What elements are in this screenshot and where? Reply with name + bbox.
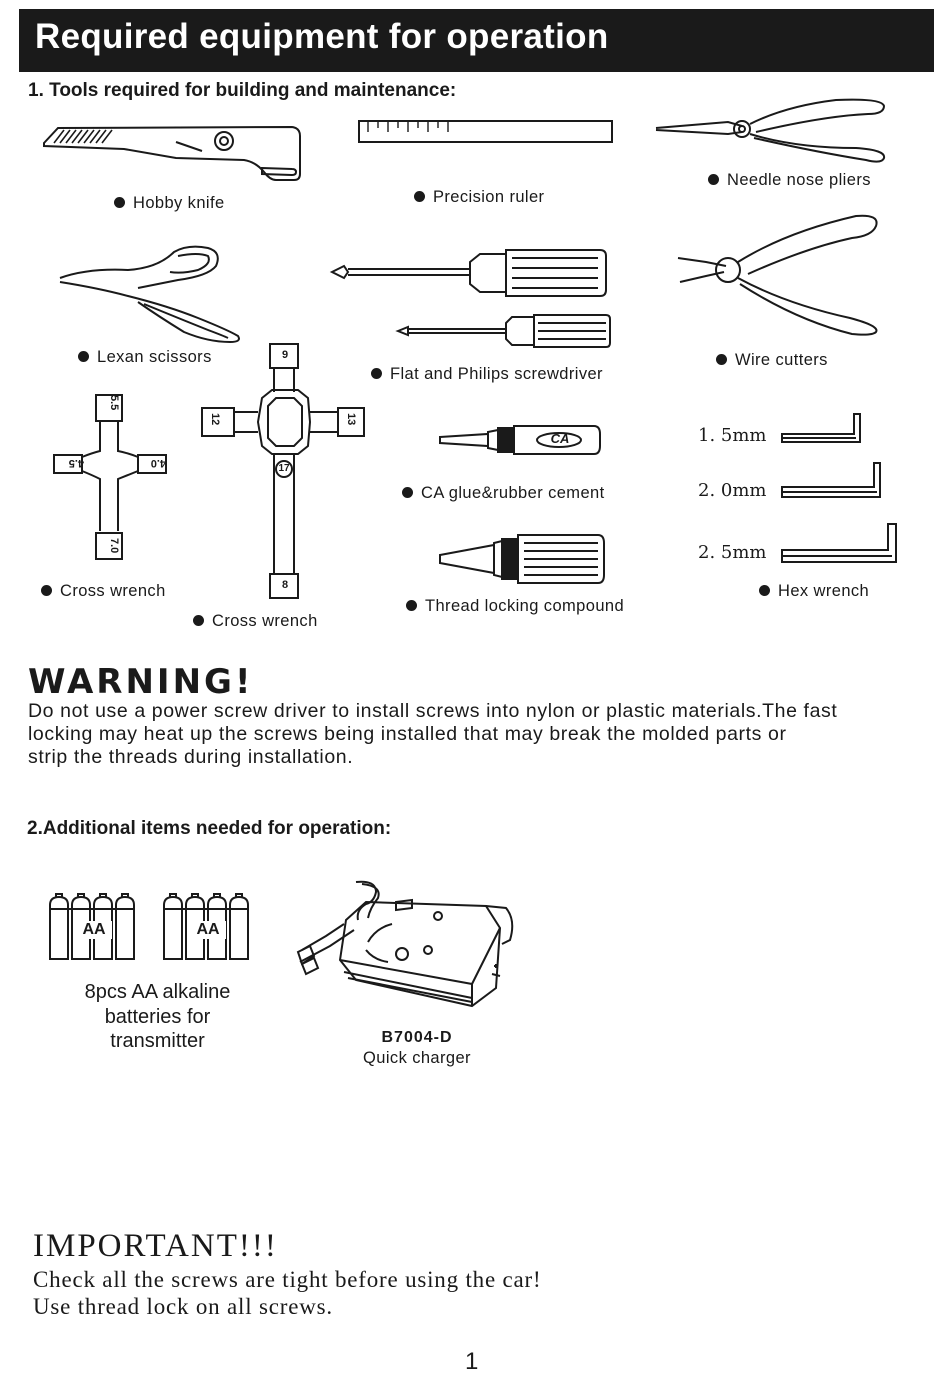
bullet-icon — [78, 351, 89, 362]
hex-size-1-5: 1. 5mm — [698, 425, 767, 446]
aa-batteries-icon — [48, 893, 258, 963]
ca-glue-label: CA glue&rubber cement — [402, 484, 605, 503]
lexan-scissors-icon — [58, 244, 244, 344]
lexan-scissors-label: Lexan scissors — [78, 348, 212, 367]
warning-title: WARNING! — [28, 662, 254, 702]
bullet-icon — [406, 600, 417, 611]
wrench-size-7-0: 7.0 — [108, 538, 120, 554]
important-line: Check all the screws are tight before us… — [33, 1267, 542, 1292]
needle-nose-pliers-icon — [656, 96, 888, 164]
page-title: Required equipment for operation — [35, 17, 609, 56]
cross-wrench-large-label: Cross wrench — [193, 612, 318, 631]
hex-size-2-0: 2. 0mm — [698, 480, 767, 501]
wrench-size-8: 8 — [281, 579, 289, 591]
thread-locking-bottle-icon — [438, 533, 606, 585]
charger-model: B7004-D — [381, 1029, 453, 1046]
large-cross-wrench-icon — [200, 342, 366, 600]
wrench-size-4-5: 4.5 — [68, 457, 84, 469]
bullet-icon — [708, 174, 719, 185]
page-number: 1 — [465, 1348, 479, 1375]
warning-line: locking may heat up the screws being ins… — [28, 723, 787, 745]
batteries-label: 8pcs AA alkaline batteries for transmitt… — [84, 981, 231, 1052]
wrench-size-13: 13 — [345, 413, 357, 426]
bullet-icon — [114, 197, 125, 208]
hex-wrench-1-5-icon — [780, 412, 864, 446]
flat-screwdriver-icon — [396, 313, 612, 349]
hex-wrench-2-5-icon — [780, 522, 902, 564]
philips-screwdriver-icon — [330, 248, 610, 298]
charger-label: Quick charger — [363, 1049, 471, 1067]
ca-bottle-text: CA — [550, 431, 570, 446]
warning-line: strip the threads during installation. — [28, 746, 354, 768]
wire-cutters-icon — [676, 212, 882, 336]
section-1-heading: 1. Tools required for building and maint… — [28, 80, 457, 101]
small-cross-wrench-icon — [52, 393, 168, 563]
hobby-knife-icon — [44, 122, 302, 184]
bullet-icon — [716, 354, 727, 365]
precision-ruler-icon — [358, 120, 614, 144]
wrench-size-4-0: 4.0 — [150, 457, 166, 469]
bullet-icon — [371, 368, 382, 379]
wire-cutters-label: Wire cutters — [716, 351, 828, 370]
bullet-icon — [41, 585, 52, 596]
header-bar — [19, 9, 934, 72]
bullet-icon — [193, 615, 204, 626]
precision-ruler-label: Precision ruler — [414, 188, 544, 207]
battery-mark-2: AA — [190, 921, 226, 939]
hobby-knife-label: Hobby knife — [114, 194, 225, 213]
important-title: IMPORTANT!!! — [33, 1228, 278, 1264]
thread-locking-label: Thread locking compound — [406, 597, 624, 616]
wrench-size-5-5: 5.5 — [108, 395, 120, 411]
quick-charger-icon — [296, 880, 522, 1012]
wrench-size-12: 12 — [209, 413, 221, 426]
important-line: Use thread lock on all screws. — [33, 1294, 333, 1319]
bullet-icon — [759, 585, 770, 596]
bullet-icon — [414, 191, 425, 202]
bullet-icon — [402, 487, 413, 498]
section-2-heading: 2.Additional items needed for operation: — [27, 818, 392, 839]
wrench-size-9: 9 — [281, 349, 289, 361]
warning-text: Do not use a power screw driver to insta… — [28, 700, 943, 769]
hex-wrench-label: Hex wrench — [759, 582, 869, 601]
hex-size-2-5: 2. 5mm — [698, 542, 767, 563]
wrench-size-17: 17 — [278, 463, 290, 474]
battery-mark-1: AA — [76, 921, 112, 939]
warning-line: Do not use a power screw driver to insta… — [28, 700, 838, 722]
screwdriver-label: Flat and Philips screwdriver — [371, 365, 603, 384]
needle-nose-pliers-label: Needle nose pliers — [708, 171, 871, 190]
cross-wrench-small-label: Cross wrench — [41, 582, 166, 601]
ca-glue-bottle-icon — [438, 424, 602, 456]
hex-wrench-2-0-icon — [780, 461, 884, 501]
